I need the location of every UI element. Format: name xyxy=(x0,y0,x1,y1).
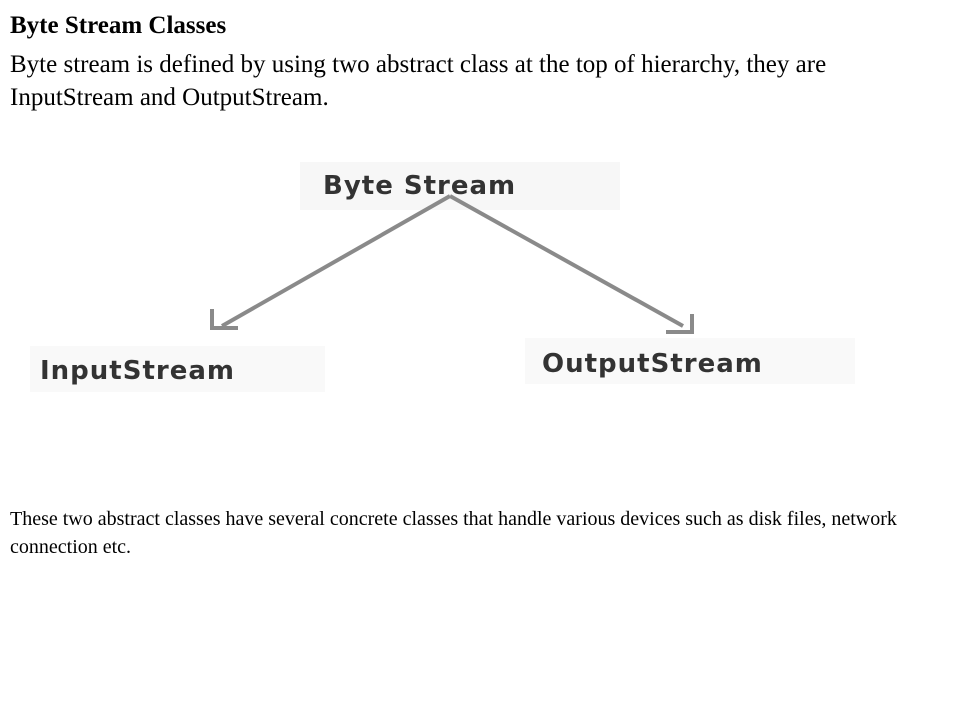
body-paragraph: These two abstract classes have several … xyxy=(10,508,897,558)
arrowhead-to-inputstream xyxy=(210,309,238,330)
arrow-line-to-inputstream xyxy=(221,194,451,328)
intro-paragraph: Byte stream is defined by using two abst… xyxy=(10,51,827,111)
arrow-line-to-outputstream xyxy=(449,194,684,328)
output-node-background xyxy=(525,338,855,384)
node-inputstream: InputStream xyxy=(40,356,235,386)
arrowhead-to-outputstream xyxy=(666,314,694,334)
page-title: Byte Stream Classes xyxy=(10,12,227,39)
node-byte-stream: Byte Stream xyxy=(323,171,516,201)
node-outputstream: OutputStream xyxy=(542,349,763,379)
input-node-background xyxy=(30,346,325,392)
